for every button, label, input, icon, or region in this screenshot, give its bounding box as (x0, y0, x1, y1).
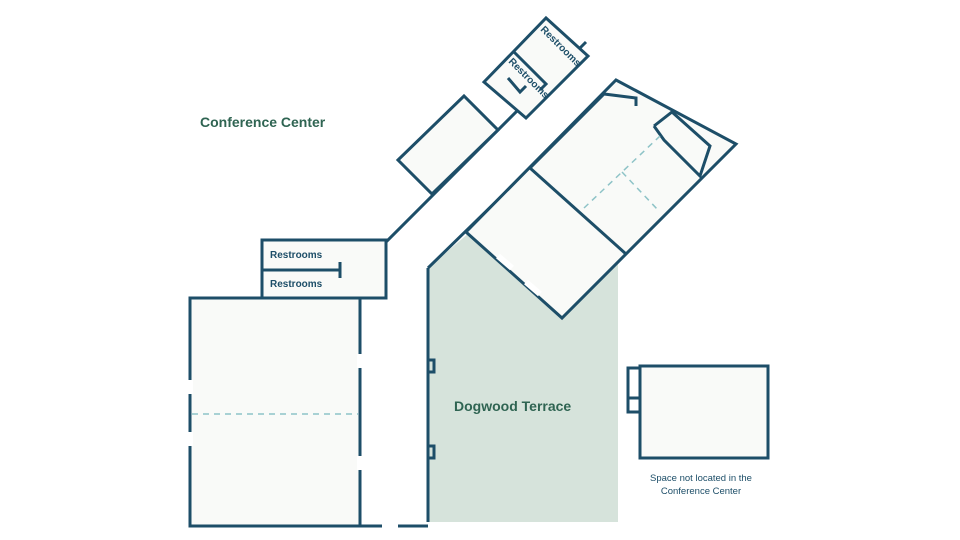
dogwood-terrace-area[interactable] (428, 232, 618, 522)
restrooms-left-upper-label: Restrooms (270, 250, 323, 261)
hall-stage-box (652, 110, 712, 179)
offsite-room[interactable] (638, 364, 770, 460)
hall-partition-dashed-2 (621, 171, 659, 211)
dogwood-terrace-label: Dogwood Terrace (454, 398, 571, 414)
offsite-room-annex (626, 366, 640, 414)
hall-inner-corner (528, 92, 638, 170)
corridor-east-jog (428, 358, 436, 374)
room-upper-left[interactable] (395, 93, 501, 197)
restrooms-top-inner (506, 77, 528, 95)
ballroom-left[interactable] (188, 296, 362, 528)
hall-inner-divider (528, 166, 628, 256)
offsite-note-line2: Conference Center (661, 486, 741, 497)
restrooms-top-block[interactable] (481, 15, 591, 121)
conference-center-title: Conference Center (200, 114, 326, 130)
offsite-note-line1: Space not located in the (650, 473, 752, 484)
corridor-east-jog-2 (428, 444, 436, 460)
hall-door-gap (496, 253, 514, 271)
hall-door-gap-2 (524, 279, 542, 297)
restrooms-top-divider (512, 50, 549, 92)
restrooms-left-lower-label: Restrooms (270, 279, 323, 290)
